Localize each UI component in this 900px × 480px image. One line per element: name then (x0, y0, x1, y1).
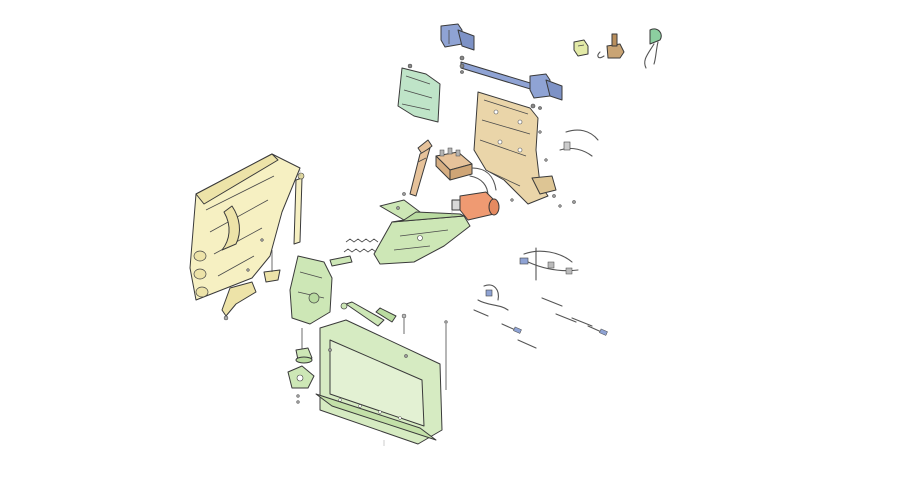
mount-crossbar-assembly (440, 23, 563, 110)
cutting-edge-assembly (315, 319, 443, 445)
left-mount-bracket (440, 23, 475, 51)
trip-link-assembly (221, 281, 257, 321)
moldboard-post (293, 172, 305, 245)
stand-foot-bracket (287, 365, 315, 404)
harness-connectors (501, 297, 608, 349)
wiring-pigtail-upper (559, 129, 599, 157)
controller (573, 39, 589, 57)
hardware-fasteners (246, 130, 576, 358)
hydraulic-valve-block (435, 147, 473, 181)
wiring-harness-lower (473, 284, 509, 317)
plow-moldboard (189, 153, 301, 301)
joystick-control (644, 28, 662, 69)
right-mount-bracket (529, 73, 563, 101)
a-frame (373, 199, 471, 265)
trip-springs (329, 238, 379, 267)
headgear-mount-plate (473, 91, 557, 205)
callout-ticks (299, 170, 453, 446)
angle-cylinder (340, 301, 397, 327)
moldboard-stand (263, 250, 281, 283)
joystick-module (597, 33, 625, 59)
bracket-hardware (459, 55, 542, 110)
parking-stand (295, 328, 313, 364)
marker-rod (444, 320, 448, 390)
quadrant-side-frame (289, 255, 333, 325)
angle-pin (401, 313, 407, 334)
wiring-harness (519, 247, 579, 281)
moldboard-shoes (193, 250, 209, 298)
headlight-cover-panel (397, 63, 441, 123)
pump-motor (451, 191, 500, 221)
lift-cylinder (409, 139, 433, 197)
